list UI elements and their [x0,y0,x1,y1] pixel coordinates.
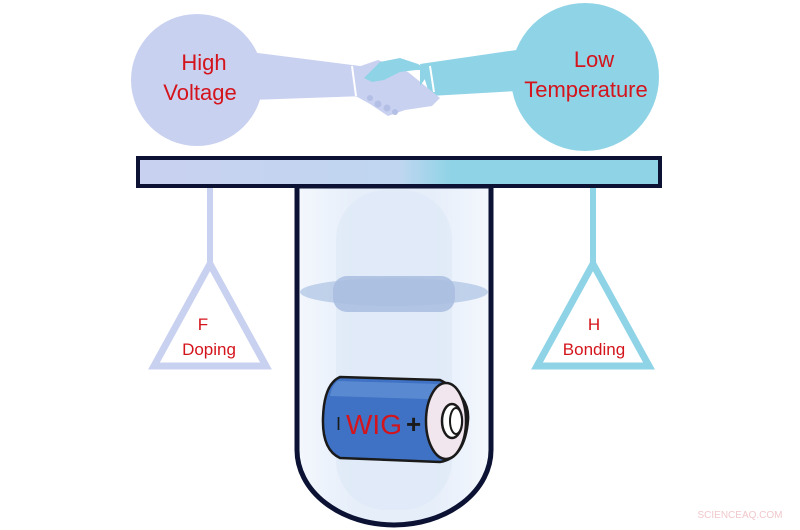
voltage-label: Voltage [163,80,236,105]
doping-label: Doping [182,340,236,359]
test-tube-icon [294,157,494,528]
battery-icon: I WIG + [321,375,470,464]
low-temperature-circle: Low Temperature [420,3,659,151]
f-label: F [198,315,208,334]
watermark: SCIENCEAQ.COM [697,510,782,521]
low-label: Low [574,47,614,72]
temperature-label: Temperature [524,77,648,102]
h-bonding-weight: H Bonding [531,188,655,370]
f-doping-weight: F Doping [148,188,272,370]
balance-bar [136,156,662,188]
h-label: H [588,315,600,334]
high-voltage-circle: High Voltage [131,14,365,146]
battery-plus: + [406,409,421,439]
battery-minus: I [336,414,341,434]
handshake-icon [351,58,440,116]
bonding-label: Bonding [563,340,625,359]
battery-label: WIG [346,409,402,440]
high-label: High [181,50,226,75]
